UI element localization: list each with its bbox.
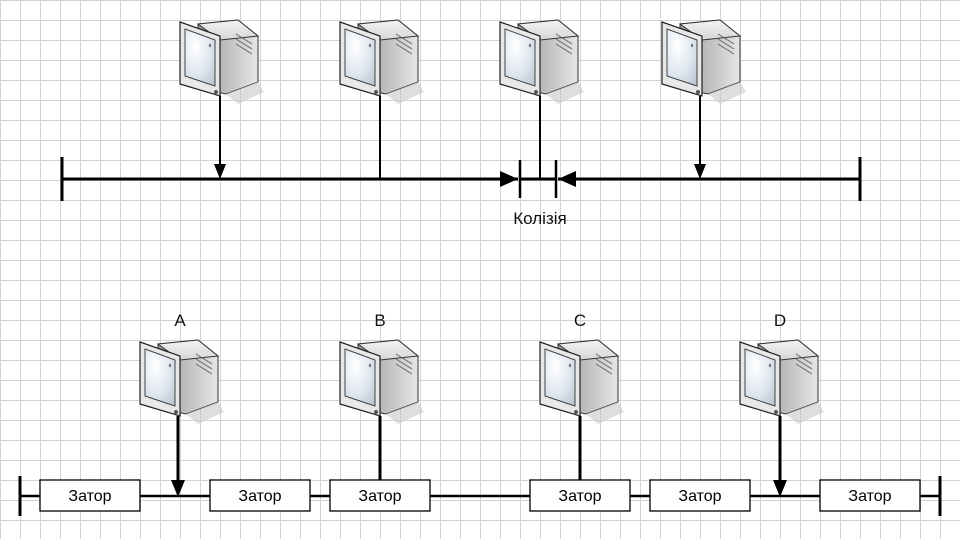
drop-arrow (214, 164, 226, 179)
svg-text:Затор: Затор (238, 488, 281, 505)
signal-arrow-left (558, 171, 576, 187)
computer-icon (339, 19, 425, 105)
drop-arrow (694, 164, 706, 179)
svg-text:Затор: Затор (558, 488, 601, 505)
computer-icon (499, 19, 585, 105)
collision-label: Колізія (513, 209, 566, 228)
buffer-box: Затор (329, 479, 431, 512)
station-label-a: A (174, 311, 186, 330)
svg-text:Затор: Затор (68, 488, 111, 505)
computer-icon (139, 339, 225, 425)
signal-arrow-right (500, 171, 518, 187)
drop-arrow-a (171, 480, 185, 497)
computer-icon (661, 19, 747, 105)
station-label-c: C (574, 311, 586, 330)
buffer-box: Затор (819, 479, 921, 512)
svg-text:Затор: Затор (358, 488, 401, 505)
drop-arrow-d (773, 480, 787, 497)
computer-icon (739, 339, 825, 425)
svg-text:Затор: Затор (848, 488, 891, 505)
svg-text:Затор: Затор (678, 488, 721, 505)
computer-icon (339, 339, 425, 425)
buffer-box: Затор (209, 479, 311, 512)
computer-icon (179, 19, 265, 105)
computer-icon (539, 339, 625, 425)
buffer-box: Затор (649, 479, 751, 512)
station-label-b: B (374, 311, 385, 330)
buffer-box: Затор (39, 479, 141, 512)
buffer-box: Затор (529, 479, 631, 512)
station-label-d: D (774, 311, 786, 330)
